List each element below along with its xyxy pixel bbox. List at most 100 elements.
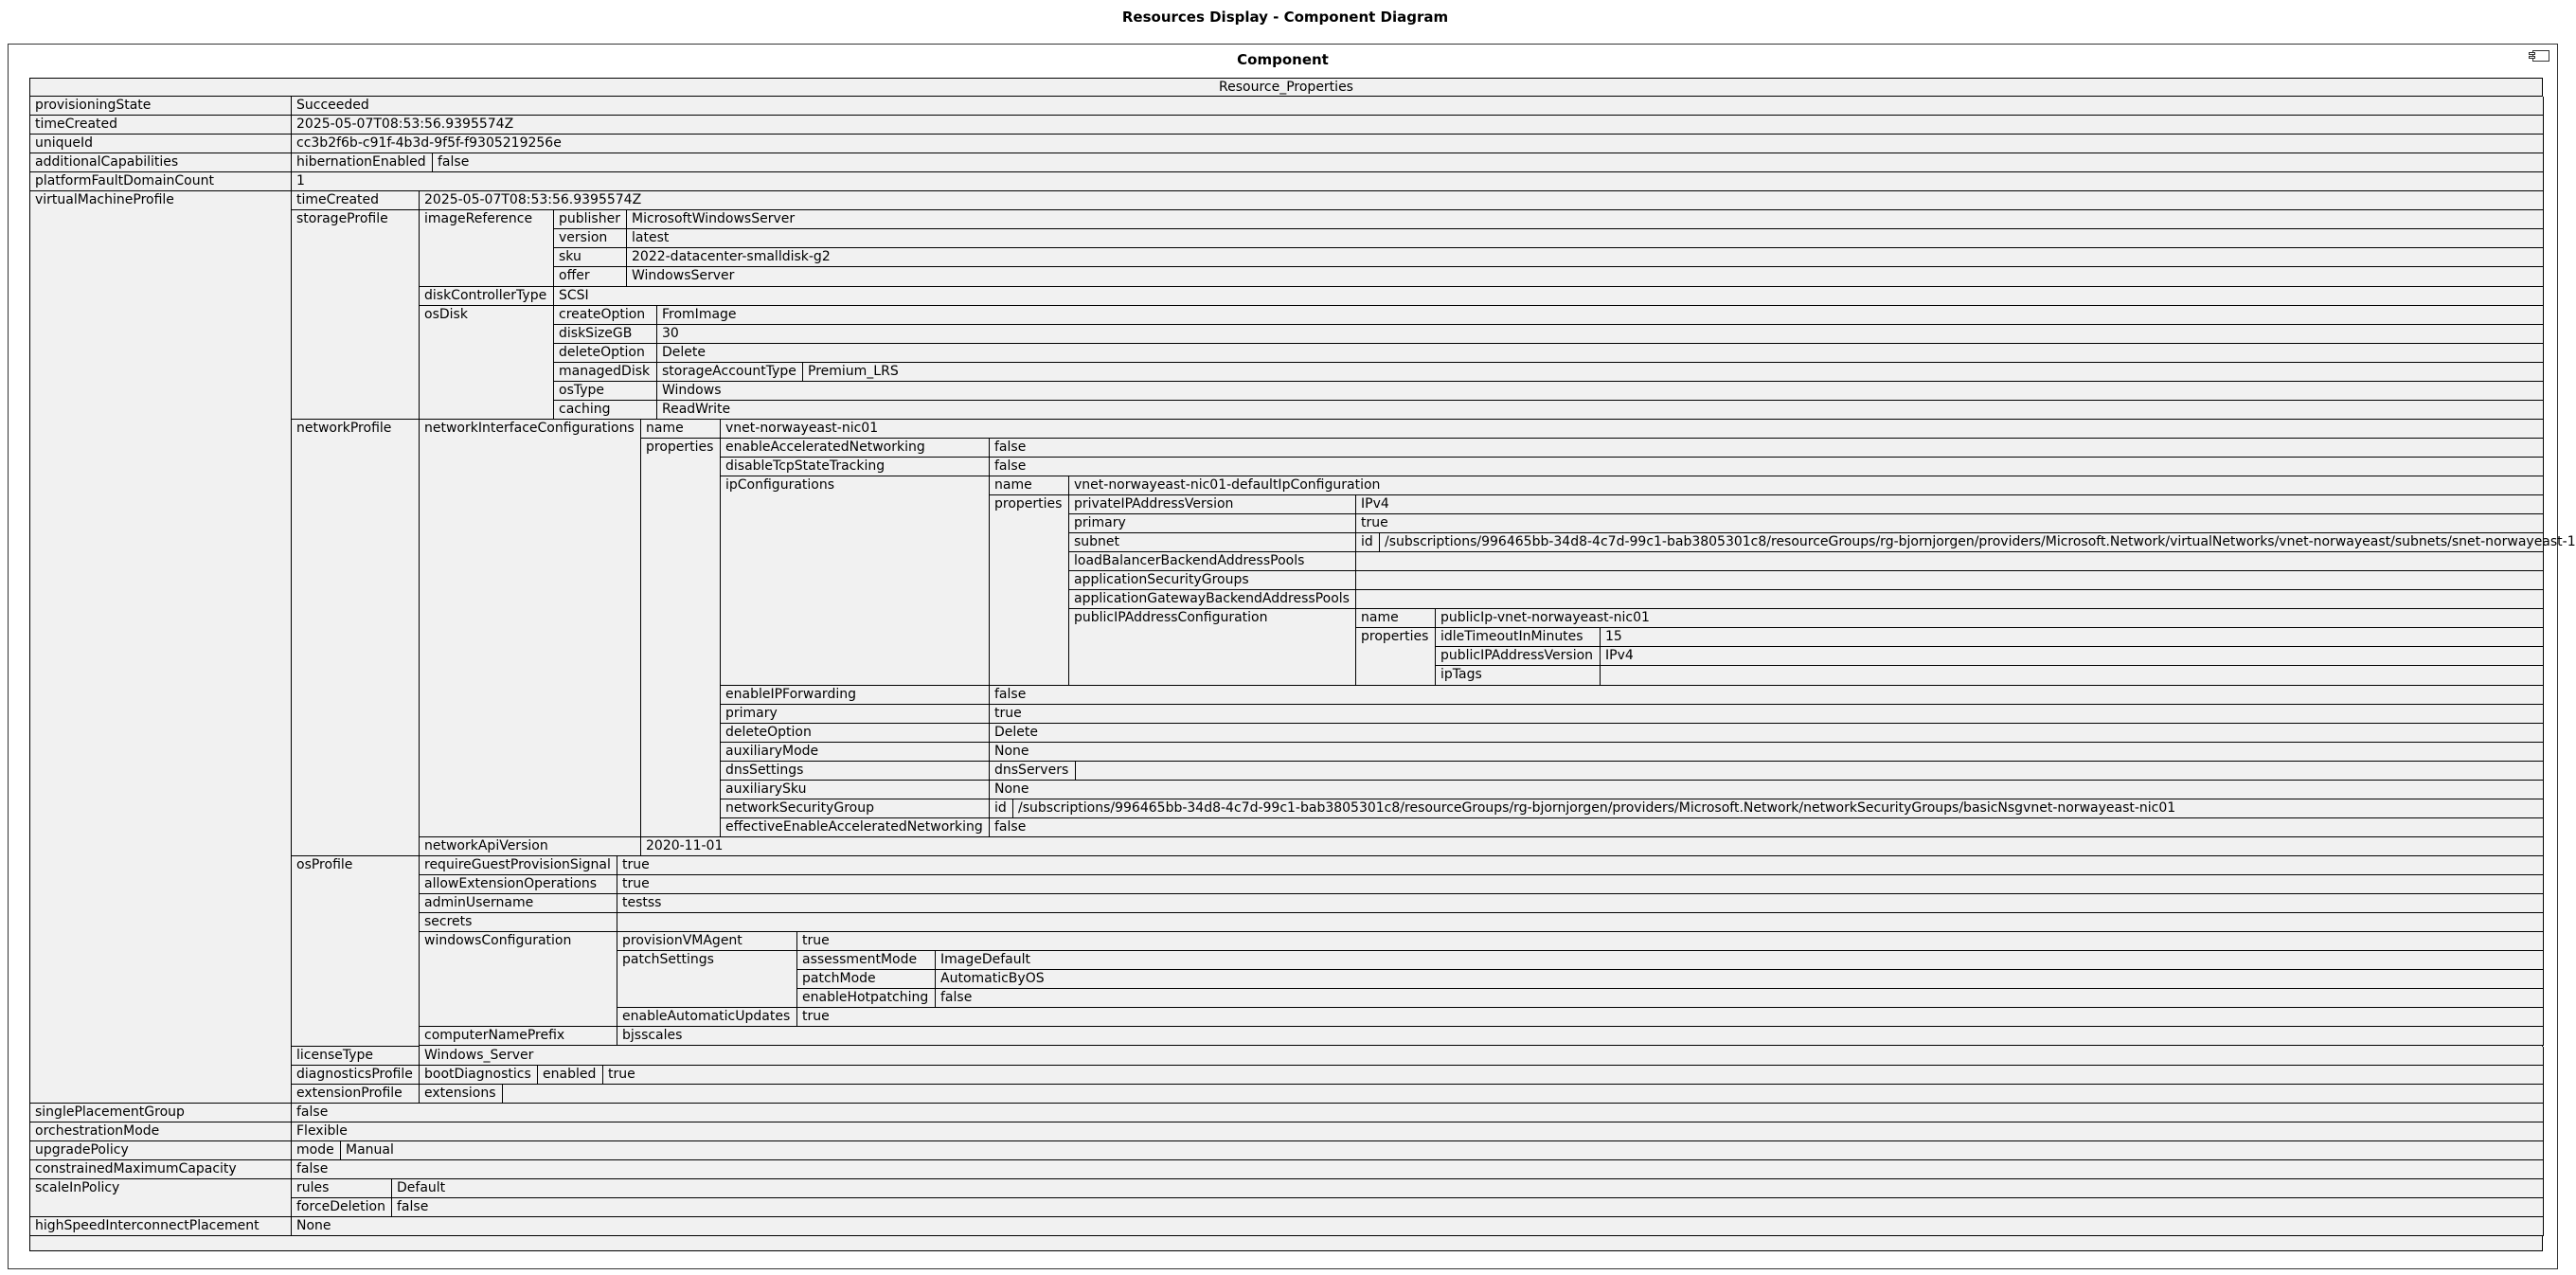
property-value: 2025-05-07T08:53:56.9395574Z xyxy=(420,191,2544,210)
property-key: singlePlacementGroup xyxy=(30,1104,292,1122)
property-value: 30 xyxy=(657,325,2544,344)
property-key: computerNamePrefix xyxy=(420,1027,617,1046)
property-value: latest xyxy=(627,229,2544,248)
property-value: 1 xyxy=(292,172,2544,191)
property-key: version xyxy=(554,229,627,248)
property-key: subnet xyxy=(1069,533,1356,552)
property-key: diskSizeGB xyxy=(554,325,657,344)
property-key: properties xyxy=(990,495,1069,686)
property-value: IPv4 xyxy=(1601,647,2544,666)
property-key: scaleInPolicy xyxy=(30,1179,292,1217)
property-key: imageReference xyxy=(420,210,554,287)
property-key: applicationGatewayBackendAddressPools xyxy=(1069,590,1356,609)
property-key: offer xyxy=(554,267,627,287)
property-value: 2020-11-01 xyxy=(641,837,2544,856)
property-key: mode xyxy=(292,1141,341,1160)
component-title: Component xyxy=(1237,51,1329,68)
property-key: highSpeedInterconnectPlacement xyxy=(30,1217,292,1236)
property-key: osProfile xyxy=(292,856,420,1047)
property-value: ReadWrite xyxy=(657,401,2544,420)
property-key: hibernationEnabled xyxy=(292,153,433,172)
property-value: true xyxy=(797,932,2544,951)
property-value: false xyxy=(292,1104,2544,1122)
property-key: additionalCapabilities xyxy=(30,153,292,172)
property-key: extensionProfile xyxy=(292,1085,420,1104)
property-key: patchSettings xyxy=(617,951,797,1008)
property-key: id xyxy=(990,799,1013,818)
property-key: name xyxy=(641,420,721,439)
property-value xyxy=(1356,552,2544,571)
property-key: publisher xyxy=(554,210,627,229)
property-value: false xyxy=(292,1160,2544,1179)
property-key: ipConfigurations xyxy=(721,476,990,686)
property-key: timeCreated xyxy=(292,191,420,210)
property-key: bootDiagnostics xyxy=(420,1066,538,1085)
property-key: platformFaultDomainCount xyxy=(30,172,292,191)
property-key: windowsConfiguration xyxy=(420,932,617,1027)
property-key: auxiliaryMode xyxy=(721,743,990,762)
property-key: virtualMachineProfile xyxy=(30,191,292,1104)
property-key: enableHotpatching xyxy=(797,989,936,1008)
property-value: false xyxy=(990,439,2544,458)
property-value: testss xyxy=(617,894,2544,913)
property-value xyxy=(1601,666,2544,686)
property-key: privateIPAddressVersion xyxy=(1069,495,1356,514)
property-key: sku xyxy=(554,248,627,267)
property-value: bjsscales xyxy=(617,1027,2544,1046)
property-value: None xyxy=(990,781,2544,799)
property-value: false xyxy=(392,1198,2544,1217)
property-key: requireGuestProvisionSignal xyxy=(420,856,617,875)
component-icon xyxy=(2529,50,2549,62)
property-value: MicrosoftWindowsServer xyxy=(627,210,2544,229)
property-value xyxy=(1076,762,2544,781)
property-value: Windows_Server xyxy=(420,1047,2544,1066)
property-key: deleteOption xyxy=(554,344,657,363)
property-key: id xyxy=(1356,533,1380,552)
property-key: applicationSecurityGroups xyxy=(1069,571,1356,590)
property-value xyxy=(503,1085,2544,1104)
property-value xyxy=(1356,590,2544,609)
property-value: cc3b2f6b-c91f-4b3d-9f5f-f9305219256e xyxy=(292,135,2544,153)
property-key: networkProfile xyxy=(292,420,420,856)
property-key: storageAccountType xyxy=(657,363,803,382)
property-key: provisionVMAgent xyxy=(617,932,797,951)
property-key: deleteOption xyxy=(721,724,990,743)
property-key: networkSecurityGroup xyxy=(721,799,990,818)
property-key: caching xyxy=(554,401,657,420)
property-key: secrets xyxy=(420,913,617,932)
property-key: osDisk xyxy=(420,306,554,420)
property-value: vnet-norwayeast-nic01-defaultIpConfigura… xyxy=(1069,476,2544,495)
property-value: 2022-datacenter-smalldisk-g2 xyxy=(627,248,2544,267)
diagram-title: Resources Display - Component Diagram xyxy=(1121,9,1449,26)
property-key: disableTcpStateTracking xyxy=(721,458,990,476)
property-key: diagnosticsProfile xyxy=(292,1066,420,1085)
property-value: false xyxy=(433,153,2544,172)
property-key: diskControllerType xyxy=(420,287,554,306)
property-value: AutomaticByOS xyxy=(936,970,2544,989)
property-value: true xyxy=(603,1066,2544,1085)
property-value: false xyxy=(990,458,2544,476)
property-key: dnsSettings xyxy=(721,762,990,781)
property-key: upgradePolicy xyxy=(30,1141,292,1160)
property-key: forceDeletion xyxy=(292,1198,392,1217)
property-key: networkInterfaceConfigurations xyxy=(420,420,641,837)
property-value: /subscriptions/996465bb-34d8-4c7d-99c1-b… xyxy=(1380,533,2576,552)
property-value: false xyxy=(990,686,2544,705)
property-key: enableAcceleratedNetworking xyxy=(721,439,990,458)
property-value: vnet-norwayeast-nic01 xyxy=(721,420,2544,439)
property-value: None xyxy=(990,743,2544,762)
property-value xyxy=(617,913,2544,932)
property-key: osType xyxy=(554,382,657,401)
property-value: 15 xyxy=(1601,628,2544,647)
property-key: publicIPAddressVersion xyxy=(1436,647,1601,666)
property-value: Default xyxy=(392,1179,2544,1198)
property-value: /subscriptions/996465bb-34d8-4c7d-99c1-b… xyxy=(1013,799,2544,818)
property-key: assessmentMode xyxy=(797,951,936,970)
property-key: extensions xyxy=(420,1085,503,1104)
property-value: publicIp-vnet-norwayeast-nic01 xyxy=(1436,609,2544,628)
property-value: true xyxy=(1356,514,2544,533)
property-key: createOption xyxy=(554,306,657,325)
property-key: enableAutomaticUpdates xyxy=(617,1008,797,1027)
property-key: managedDisk xyxy=(554,363,657,382)
